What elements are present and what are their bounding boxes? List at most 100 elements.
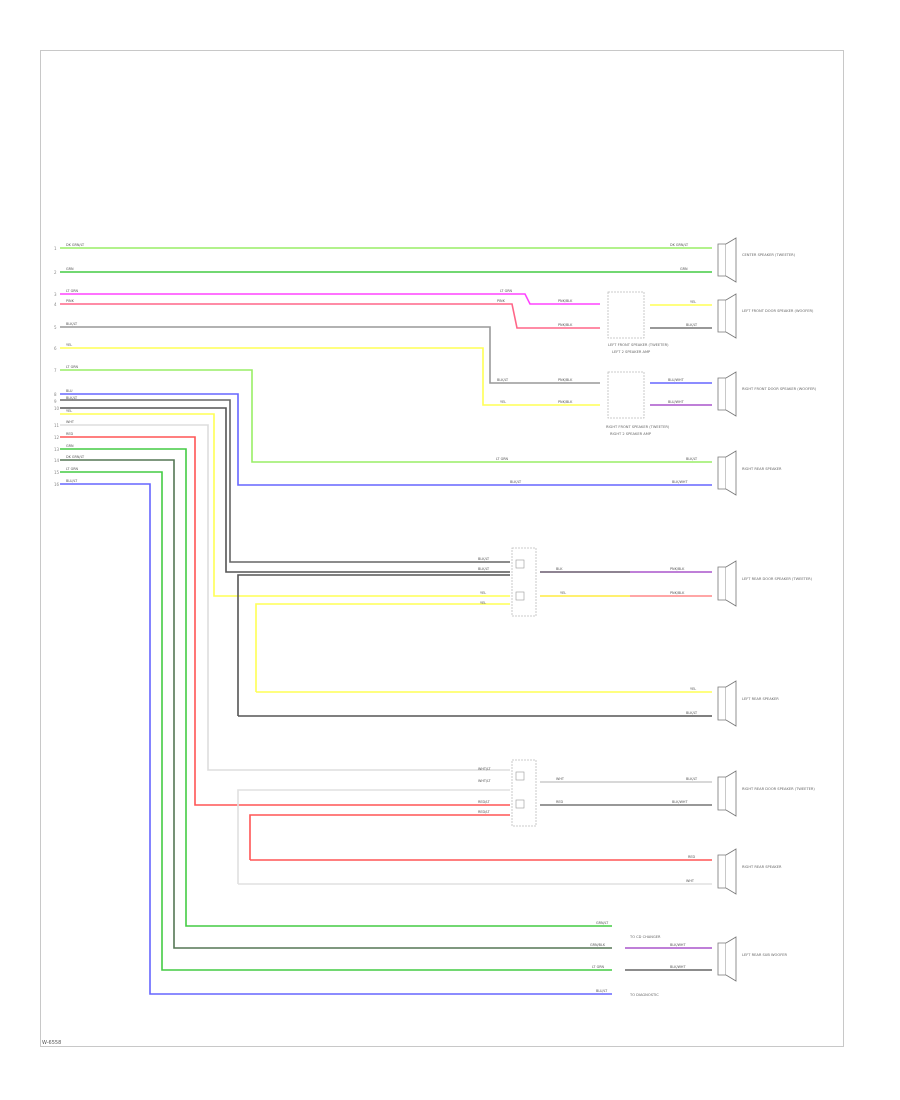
label-o2: BLK/LT [686,323,698,327]
left-wire-labels: DK GRN/LT GRN LT GRN PINK BLK/LT YEL LT … [66,243,85,483]
label-m4: PNK/BLK [558,323,573,327]
label-u1: GRN/LT [596,921,609,925]
label-r1: DK GRN/LT [670,243,689,247]
wire-blk-lt-b [60,407,510,573]
right-rear-door-junction [511,759,537,827]
left-connector: 1 2 3 4 5 6 7 8 9 10 11 12 13 14 15 16 [54,246,60,487]
label-p2: BLK/LT [478,567,490,571]
wire-wht-loop [237,789,510,884]
amp-r-caption: RIGHT 2 SPEAKER AMP [610,432,652,436]
annotation-bottom: TO DIAGNOSTIC [629,993,659,997]
wire-lt-grn-a [60,369,712,463]
svg-text:14: 14 [54,458,60,463]
label-s5: WHT [556,777,565,781]
speaker-2: LEFT FRONT DOOR SPEAKER (WOOFER) [717,293,814,339]
label-p6: YEL [560,591,566,595]
wire-blu-a [60,393,712,486]
tweeter-l-caption: LEFT FRONT SPEAKER (TWEETER) [608,343,669,347]
label-l3: LT GRN [66,289,79,293]
label-u6: BLK/WHT [670,965,686,969]
speaker-8-label: RIGHT REAR SPEAKER [742,865,782,869]
label-u4: BLU/LT [596,989,608,993]
svg-text:7: 7 [54,368,57,373]
svg-text:2: 2 [54,270,57,275]
speakers: CENTER SPEAKER (TWEETER) LEFT FRONT DOOR… [717,237,817,982]
label-l7: LT GRN [66,365,79,369]
speaker-3-label: RIGHT FRONT DOOR SPEAKER (WOOFER) [742,387,817,391]
label-l8: BLU [66,389,73,393]
label-s2: WHT/LT [478,779,492,783]
label-s1: WHT/LT [478,767,492,771]
label-m7: YEL [500,400,506,404]
label-m8: PNK/BLK [558,400,573,404]
speaker-8: RIGHT REAR SPEAKER [717,848,782,895]
label-t1: RED [688,855,695,859]
wire-grn-b [60,448,612,927]
label-m2: PINK [497,299,506,303]
wire-red-a [60,436,510,806]
label-u2: GRN/BLK [590,943,606,947]
label-l1: DK GRN/LT [66,243,85,247]
speaker-6: LEFT REAR SPEAKER [717,680,779,727]
label-l16: BLU/LT [66,479,78,483]
label-s7: BLK/LT [686,777,698,781]
label-o3: BLU/WHT [668,378,685,382]
wires [60,247,712,995]
label-p4: YEL [480,601,486,605]
label-l2: GRN [66,267,74,271]
label-o6: BLK/LT [686,457,698,461]
wire-labels: DK GRN/LT GRN LT GRN PINK PNK/BLK PNK/BL… [478,243,698,993]
label-p3: YEL [480,591,486,595]
label-l4: PINK [66,299,75,303]
speaker-4-label: RIGHT REAR SPEAKER [742,467,782,471]
wire-yel-loop [255,603,510,692]
wire-blu-b [60,483,612,995]
wire-lt-grn-b [60,471,612,971]
label-o1: YEL [690,300,696,304]
label-l9: BLK/LT [66,396,78,400]
left-rear-door-junction [511,547,537,617]
figure-id: W-6558 [42,1040,61,1046]
label-s6: RED [556,800,563,804]
label-t2: WHT [686,879,695,883]
svg-text:8: 8 [54,392,57,397]
label-l13: GRN [66,444,74,448]
label-m6: PNK/BLK [558,378,573,382]
wire-blk-lt-a [60,399,510,563]
tweeter-amp-right: RIGHT FRONT SPEAKER (TWEETER) RIGHT 2 SP… [606,371,670,436]
label-r2: GRN [680,267,688,271]
label-m3: PNK/BLK [558,299,573,303]
svg-text:13: 13 [54,447,60,452]
wire-yel-top [60,347,600,406]
svg-text:5: 5 [54,325,57,330]
speaker-9: LEFT REAR SUB WOOFER [717,936,788,982]
svg-text:4: 4 [54,302,57,307]
label-p7: PNK/BLK [670,567,685,571]
label-q1: YEL [690,687,696,691]
label-m5: BLK/LT [497,378,509,382]
label-l15: LT GRN [66,467,79,471]
label-l14: DK GRN/LT [66,455,85,459]
label-l6: YEL [66,343,72,347]
label-s4: RED/LT [478,810,491,814]
annotation-top: TO CD CHANGER [629,935,661,939]
svg-text:1: 1 [54,246,57,251]
svg-text:3: 3 [54,292,57,297]
label-s3: RED/LT [478,800,491,804]
svg-text:15: 15 [54,470,60,475]
label-p8: PNK/BLK [670,591,685,595]
speaker-6-label: LEFT REAR SPEAKER [742,697,779,701]
speaker-5-label: LEFT REAR DOOR SPEAKER (TWEETER) [742,577,813,581]
label-l12: RED [66,432,73,436]
wire-yel-a [60,413,510,597]
label-o8: BLK/WHT [672,480,688,484]
wire-lt-pink [60,293,600,305]
speaker-2-label: LEFT FRONT DOOR SPEAKER (WOOFER) [742,309,814,313]
label-p5: BLK [556,567,563,571]
wire-red-loop [249,814,510,860]
amp-l-caption: LEFT 2 SPEAKER AMP [612,350,651,354]
svg-text:11: 11 [54,423,60,428]
speaker-3: RIGHT FRONT DOOR SPEAKER (WOOFER) [717,371,817,417]
label-q2: BLK/LT [686,711,698,715]
